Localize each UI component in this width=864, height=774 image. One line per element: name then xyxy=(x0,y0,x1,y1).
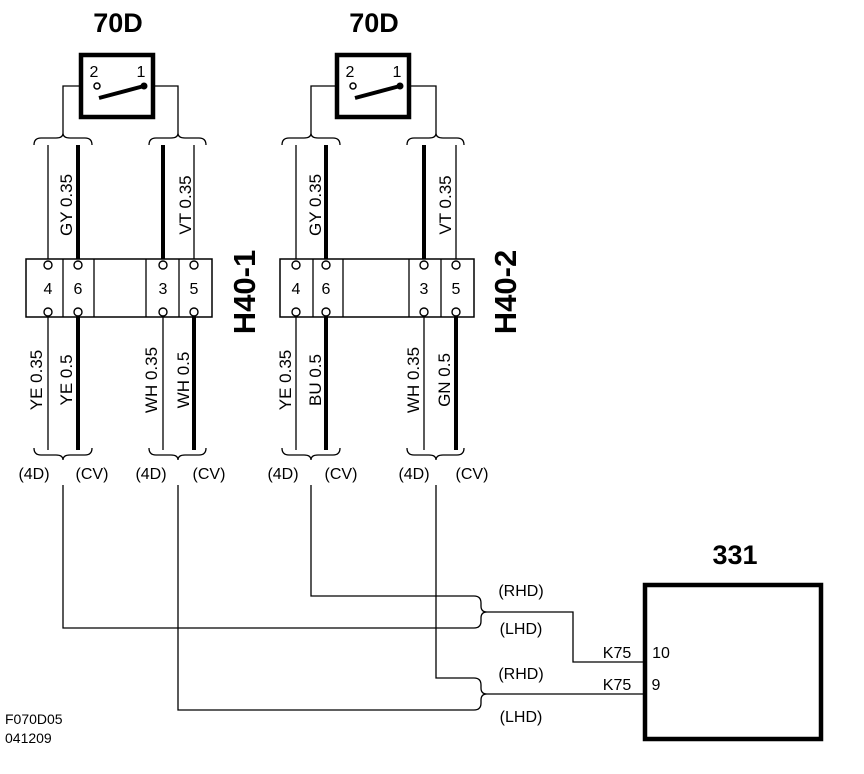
connector-pin: 4 xyxy=(292,281,301,298)
drive-option-label: (RHD) xyxy=(498,666,543,683)
splice-braces-top xyxy=(33,132,465,146)
wire-label: WH 0.5 xyxy=(174,352,193,409)
module-pin-label: 9 xyxy=(652,677,661,694)
variant-label: (CV) xyxy=(76,466,109,483)
switch-70d-2: 70D 2 1 xyxy=(310,8,437,133)
drawing-code-line: 041209 xyxy=(5,730,52,746)
connector-h40-2: GY 0.35 VT 0.35 4 6 3 5 H40-2 YE 0.35 BU… xyxy=(276,145,523,450)
connector-pin: 3 xyxy=(159,281,168,298)
switch-pin-label: 2 xyxy=(346,64,355,81)
module-connector-label: K75 xyxy=(603,677,632,694)
wire-label: YE 0.35 xyxy=(27,350,46,411)
variant-label: (4D) xyxy=(135,466,166,483)
module-connector-label: K75 xyxy=(603,645,632,662)
wire-label: GY 0.35 xyxy=(57,174,76,236)
connector-pin: 5 xyxy=(190,281,199,298)
switch-contact-icon xyxy=(93,82,148,100)
splice-braces-bottom xyxy=(33,447,465,461)
switch-70d-1: 70D 2 1 xyxy=(62,8,179,133)
drawing-code-line: F070D05 xyxy=(5,711,63,727)
switch-label: 70D xyxy=(93,8,143,38)
drawing-code: F070D05 041209 xyxy=(5,711,63,746)
wire-label: WH 0.35 xyxy=(142,347,161,413)
connector-pin: 6 xyxy=(322,281,331,298)
wire-label: YE 0.5 xyxy=(57,354,76,405)
variant-label: (CV) xyxy=(193,466,226,483)
variant-label: (4D) xyxy=(267,466,298,483)
connector-pin: 4 xyxy=(44,281,53,298)
connector-label: H40-1 xyxy=(227,250,262,334)
wire-label: GY 0.35 xyxy=(306,174,325,236)
wire-label: GN 0.5 xyxy=(435,353,454,407)
module-pin-label: 10 xyxy=(652,645,670,662)
connector-body xyxy=(279,258,475,318)
wire-label: BU 0.5 xyxy=(306,354,325,406)
switch-contact-icon xyxy=(349,82,404,100)
connector-pin: 6 xyxy=(74,281,83,298)
connector-body xyxy=(25,258,213,318)
routing-wires xyxy=(62,485,643,711)
wire-label: VT 0.35 xyxy=(176,175,195,234)
connector-pin: 3 xyxy=(420,281,429,298)
switch-pin-label: 1 xyxy=(393,64,402,81)
connector-pin: 5 xyxy=(452,281,461,298)
module-label: 331 xyxy=(712,540,757,570)
switch-pin-label: 2 xyxy=(90,64,99,81)
switch-pin-label: 1 xyxy=(137,64,146,81)
wire-label: VT 0.35 xyxy=(436,175,455,234)
wire-label: YE 0.35 xyxy=(276,350,295,411)
variant-label: (CV) xyxy=(456,466,489,483)
module-331: 331 K75 10 K75 9 xyxy=(603,540,824,742)
switch-label: 70D xyxy=(349,8,399,38)
variant-label: (4D) xyxy=(18,466,49,483)
variant-labels: (4D) (CV) (4D) (CV) (4D) (CV) (4D) (CV) xyxy=(18,466,488,483)
module-body xyxy=(642,582,824,742)
connector-h40-1: GY 0.35 VT 0.35 4 6 3 5 H40-1 YE 0.35 YE… xyxy=(25,145,262,450)
drive-option-label: (RHD) xyxy=(498,583,543,600)
drive-option-label: (LHD) xyxy=(500,621,543,638)
variant-label: (CV) xyxy=(325,466,358,483)
connector-label: H40-2 xyxy=(488,250,523,334)
wire-label: WH 0.35 xyxy=(404,347,423,413)
drive-option-label: (LHD) xyxy=(500,709,543,726)
drive-option-labels: (RHD) (LHD) (RHD) (LHD) xyxy=(498,583,543,726)
variant-label: (4D) xyxy=(398,466,429,483)
